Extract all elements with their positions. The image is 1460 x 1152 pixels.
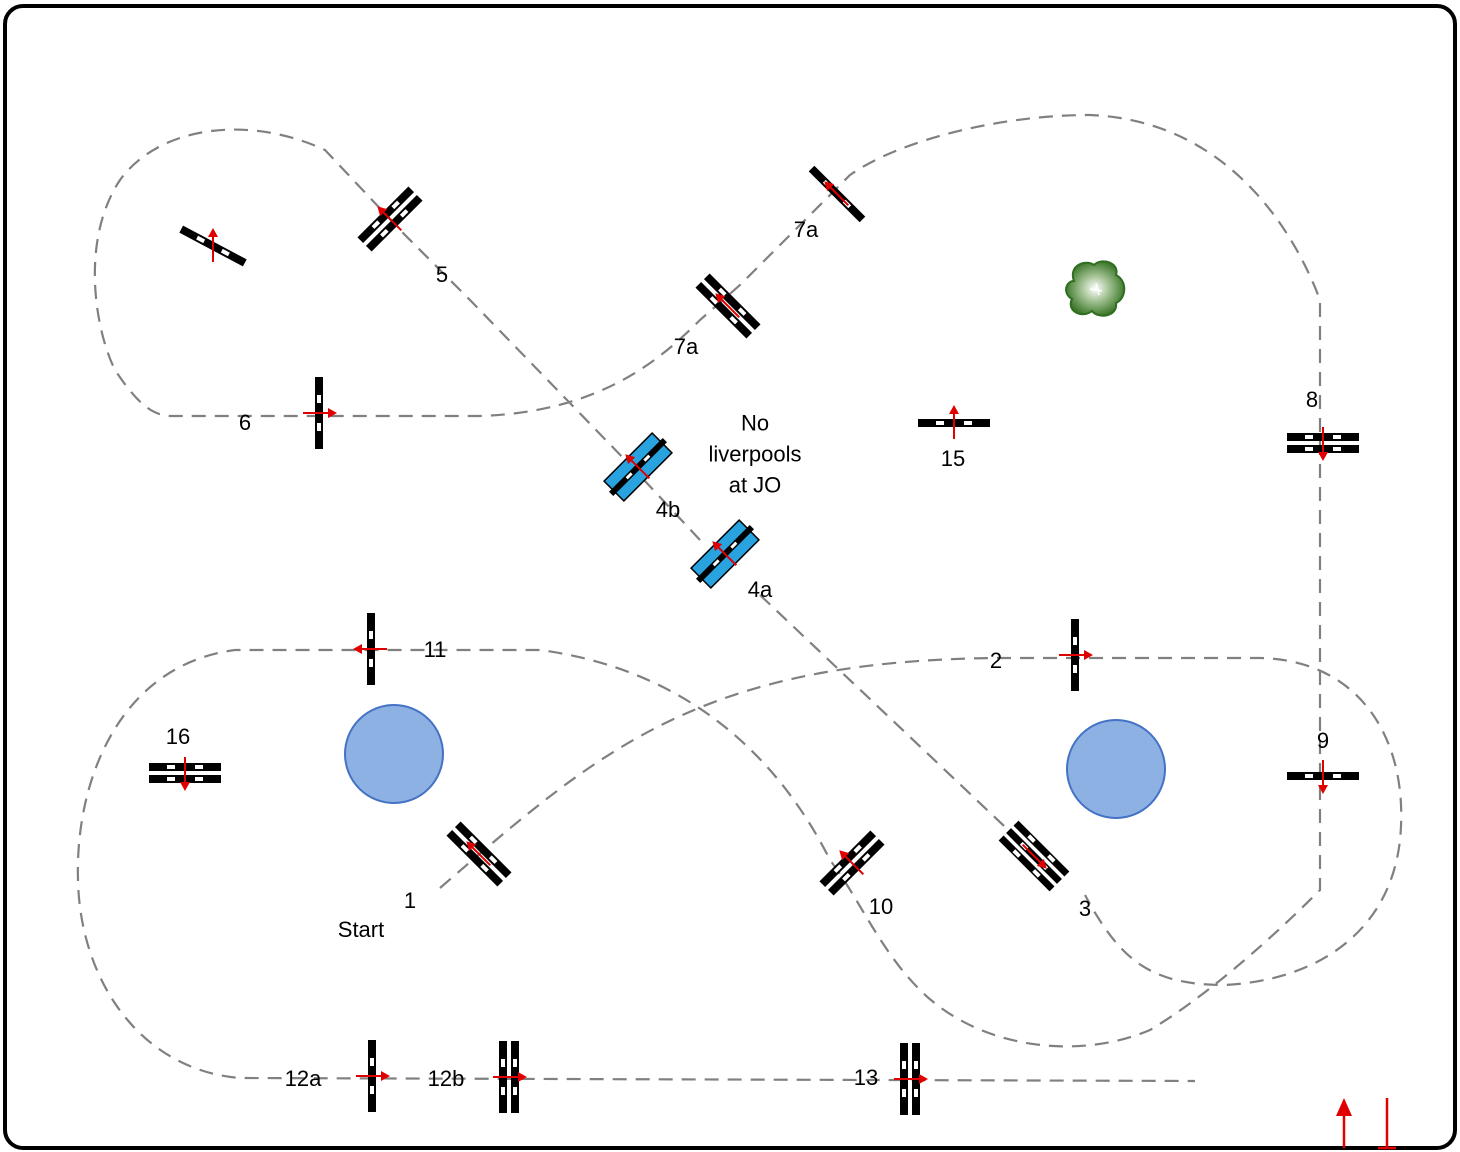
course-path: [76, 113, 1403, 1083]
label-fence-6: 6: [238, 410, 252, 435]
label-fence-3: 3: [1078, 896, 1092, 921]
direction-marker-up: [1336, 1098, 1352, 1148]
label-fence-11: 11: [423, 637, 447, 662]
label-fence-4b: 4b: [655, 497, 681, 522]
label-fence-12b: 12b: [427, 1066, 465, 1091]
label-fence-15: 15: [940, 446, 966, 471]
liverpool-note: No liverpools at JO: [675, 408, 835, 501]
label-fence-7a-lower: 7a: [673, 334, 699, 359]
label-fence-8: 8: [1305, 387, 1319, 412]
note-line-2: liverpools: [708, 441, 802, 467]
label-fence-9: 9: [1316, 728, 1330, 753]
arena-border: [3, 4, 1457, 1150]
label-fence-12a: 12a: [284, 1066, 322, 1091]
label-fence-10: 10: [868, 894, 894, 919]
label-fence-7a-upper: 7a: [793, 217, 819, 242]
label-fence-4a: 4a: [747, 577, 773, 602]
pond-right: [1066, 719, 1166, 819]
note-line-3: at JO: [728, 472, 782, 498]
direction-marker-down: [1378, 1098, 1396, 1150]
label-fence-1: 1: [403, 888, 417, 913]
label-fence-16: 16: [165, 724, 191, 749]
note-line-1: No: [740, 410, 770, 436]
label-start: Start: [337, 917, 385, 942]
pond-left: [344, 704, 444, 804]
label-fence-2: 2: [989, 648, 1003, 673]
label-fence-5: 5: [435, 262, 449, 287]
tree-icon: [1065, 260, 1126, 317]
label-fence-13: 13: [853, 1065, 879, 1090]
